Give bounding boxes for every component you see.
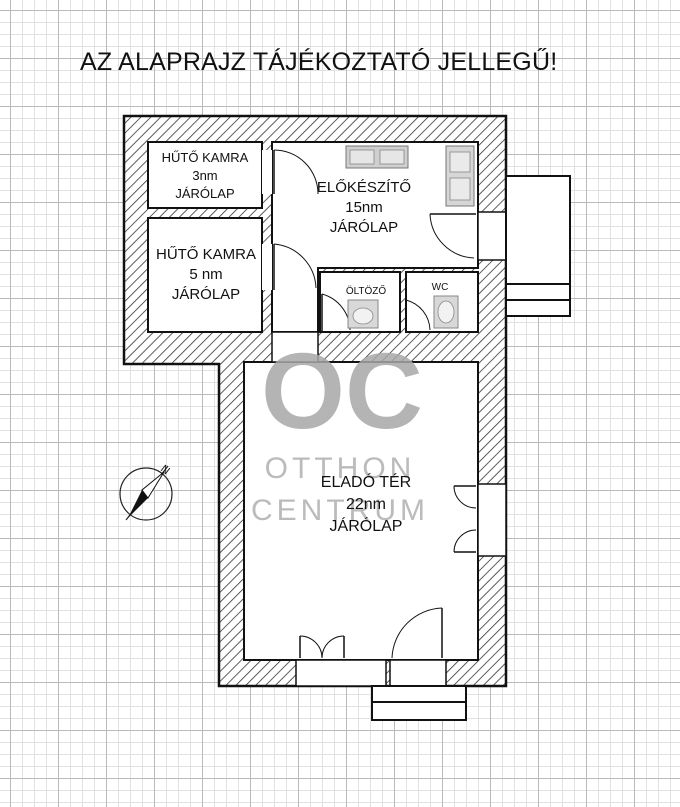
room-wc <box>405 271 479 333</box>
room-label-area: 5 nm <box>189 266 222 283</box>
room-huto-kamra-1 <box>147 141 263 209</box>
front-door-opening <box>389 659 447 687</box>
north-arrow-icon: N <box>119 463 173 521</box>
room-label-floor: JÁRÓLAP <box>175 186 234 201</box>
watermark-line1: OTTHON <box>265 452 416 485</box>
room-label-name: HŰTŐ KAMRA <box>156 246 256 263</box>
room-label-area: 15nm <box>345 199 383 216</box>
watermark: OC OTTHON CENTRUM <box>251 330 429 527</box>
room-label-floor: JÁRÓLAP <box>330 219 398 236</box>
room-label-floor: JÁRÓLAP <box>330 516 403 535</box>
fixtures <box>345 145 475 329</box>
side-door-opening <box>477 211 507 261</box>
window-opening <box>477 483 507 557</box>
room-label-floor: JÁRÓLAP <box>172 286 240 303</box>
room-label-name: WC <box>432 282 449 293</box>
room-label-name: HŰTŐ KAMRA <box>162 150 249 165</box>
watermark-line2: CENTRUM <box>251 494 429 527</box>
room-elado-ter <box>243 361 479 661</box>
door-opening <box>262 150 272 194</box>
room-label-name: ELADÓ TÉR <box>321 472 411 491</box>
walls <box>122 114 508 688</box>
room-label-name: ELŐKÉSZÍTŐ <box>317 179 411 196</box>
passage-opening <box>271 331 319 363</box>
watermark-logo: OC <box>261 330 423 451</box>
entrance-steps <box>371 175 571 721</box>
door-opening <box>262 244 272 290</box>
room-label-name: ÖLTÖZŐ <box>346 283 387 297</box>
room-label-area: 3nm <box>192 168 217 183</box>
front-window-opening <box>295 659 387 687</box>
room-label-area: 22nm <box>346 496 386 513</box>
disclaimer-heading: AZ ALAPRAJZ TÁJÉKOZTATÓ JELLEGŰ! <box>80 48 558 76</box>
door-swings <box>273 149 477 659</box>
room-labels: HŰTŐ KAMRA 3nm JÁRÓLAP HŰTŐ KAMRA 5 nm J… <box>156 150 448 535</box>
